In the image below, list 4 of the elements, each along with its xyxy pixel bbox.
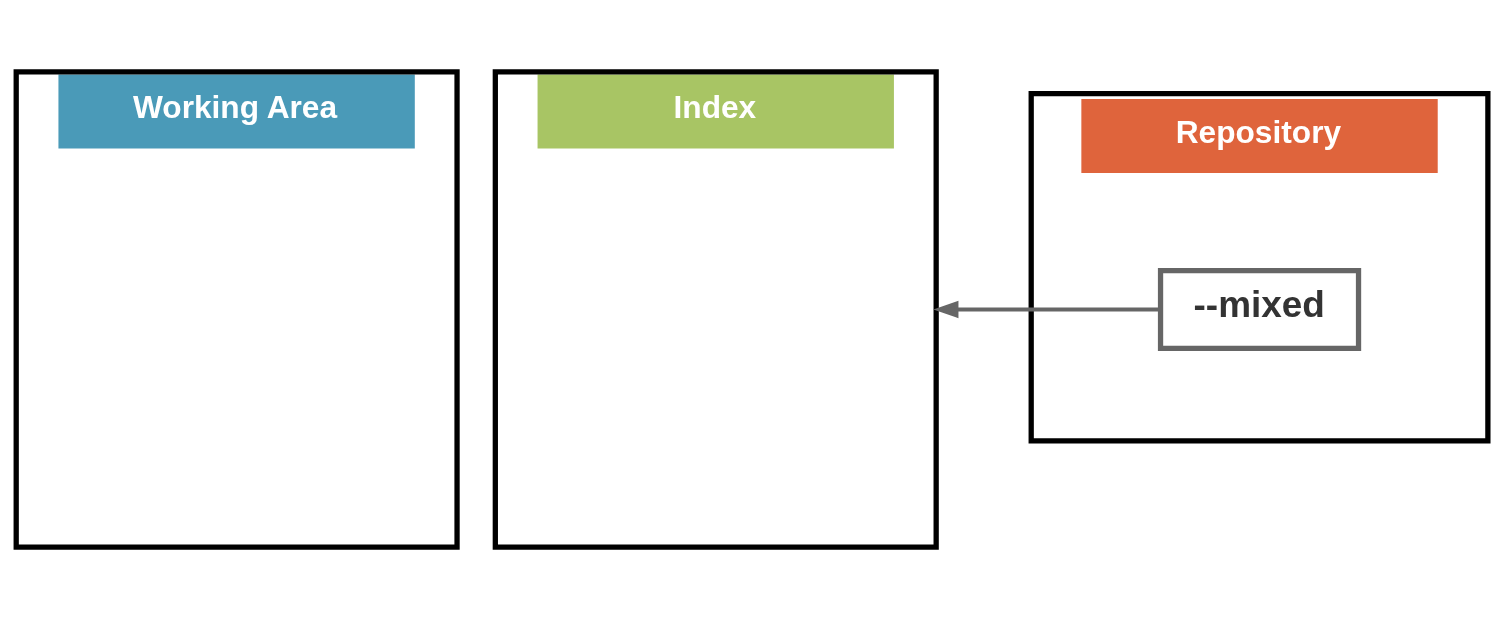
node-box: Working Area — [13, 69, 460, 550]
node-box: Index — [492, 69, 939, 550]
node-box: --mixed — [1157, 267, 1362, 352]
arrow — [933, 300, 1161, 319]
